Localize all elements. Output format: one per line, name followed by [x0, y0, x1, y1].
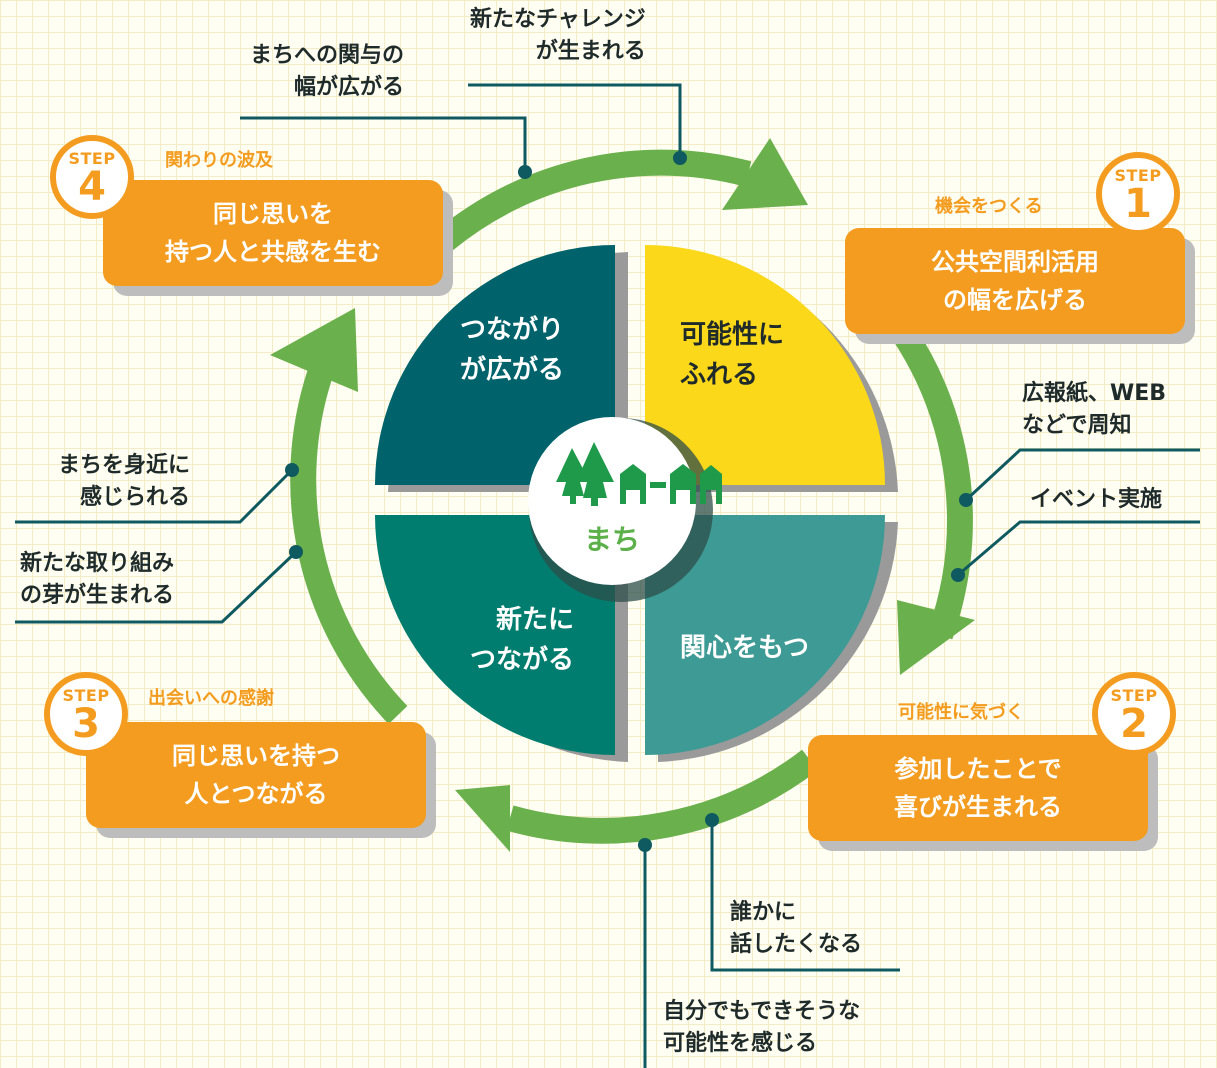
annotation-town-close: まちを身近に 感じられる	[58, 450, 190, 514]
step3-box: 同じ思いを持つ 人とつながる	[86, 722, 426, 828]
step4-line1: 同じ思いを	[213, 200, 333, 228]
annotation-can-do: 自分でもできそうな 可能性を感じる	[663, 996, 860, 1060]
annotation-new-efforts-line1: 新たな取り組み	[20, 551, 175, 576]
step4-badge-label: STEP	[68, 149, 116, 168]
step3-badge-number: 3	[72, 701, 100, 747]
annotation-can-do-line1: 自分でもできそうな	[663, 999, 861, 1024]
center-label: まち	[583, 523, 640, 556]
annotation-pr-web-line1: 広報紙、WEB	[1022, 381, 1167, 406]
step2-badge-number: 2	[1120, 701, 1148, 747]
annotation-new-challenge: 新たなチャレンジ が生まれる	[470, 4, 646, 68]
quadrant-top-right-text: 可能性に ふれる	[680, 315, 784, 395]
arrow-step3-to-step4	[290, 363, 408, 725]
annotation-tell-someone-line2: 話したくなる	[730, 932, 863, 957]
step4-line2: 持つ人と共感を生む	[165, 238, 381, 266]
arrowhead-left	[270, 308, 358, 392]
step2-badge-label: STEP	[1110, 686, 1158, 705]
annotation-new-efforts-line2: の芽が生まれる	[20, 583, 175, 608]
annotation-event-line1: イベント実施	[1030, 487, 1163, 512]
town-trees-houses-icon	[556, 442, 722, 506]
annotation-new-efforts: 新たな取り組み の芽が生まれる	[20, 548, 174, 612]
annotation-town-involvement-line1: まちへの関与の	[250, 43, 405, 68]
step2-title: 可能性に気づく	[898, 702, 1024, 723]
step4-badge: STEP 4	[50, 135, 134, 219]
step2-line1: 参加したことで	[894, 755, 1062, 783]
step1-badge-number: 1	[1124, 181, 1152, 227]
annotation-event: イベント実施	[1030, 484, 1162, 516]
quadrant-bottom-left-text: 新たに つながる	[470, 600, 574, 680]
quadrant-top-left-line2: が広がる	[460, 355, 565, 385]
quadrant-top-right	[645, 245, 885, 485]
step4-box: 同じ思いを 持つ人と共感を生む	[103, 180, 443, 286]
quadrant-bottom-left-line1: 新たに	[496, 605, 575, 635]
step3-line1: 同じ思いを持つ	[172, 742, 340, 770]
step1-title: 機会をつくる	[935, 196, 1043, 217]
quadrant-bottom-left-line2: つながる	[470, 645, 575, 675]
step4-title: 関わりの波及	[165, 150, 273, 171]
arrow-step2-to-step3	[506, 749, 818, 844]
step1-line2: の幅を広げる	[943, 286, 1087, 314]
cycle-arrows	[290, 149, 973, 844]
step3-title: 出会いへの感謝	[148, 688, 274, 709]
annotation-pr-web-line2: などで周知	[1022, 413, 1132, 438]
quadrant-bottom-right-text: 関心をもつ	[680, 628, 809, 668]
step4-badge-number: 4	[78, 164, 106, 210]
step2-line2: 喜びが生まれる	[894, 793, 1062, 821]
step1-badge: STEP 1	[1096, 152, 1180, 236]
quadrant-top-left-line1: つながり	[460, 315, 565, 345]
annotation-new-challenge-line2: が生まれる	[535, 39, 646, 64]
arrowhead-right	[897, 600, 975, 675]
step3-line2: 人とつながる	[184, 780, 328, 808]
arrow-step1-to-step2	[894, 327, 973, 640]
annotation-pr-web: 広報紙、WEB などで周知	[1022, 378, 1166, 442]
step1-badge-label: STEP	[1114, 166, 1162, 185]
leader-lines	[15, 83, 1200, 1068]
step1-line1: 公共空間利活用	[931, 248, 1099, 276]
quadrant-bottom-right	[645, 515, 885, 755]
annotation-town-involvement-line2: 幅が広がる	[294, 75, 405, 100]
annotation-town-close-line2: 感じられる	[80, 485, 191, 510]
quadrant-top-right-line2: ふれる	[680, 360, 759, 390]
step2-badge: STEP 2	[1092, 672, 1176, 756]
step2-box: 参加したことで 喜びが生まれる	[808, 735, 1148, 841]
quadrant-bottom-left	[375, 515, 615, 755]
quadrant-top-left	[375, 245, 615, 485]
quadrant-top-right-line1: 可能性に	[680, 320, 785, 350]
quadrant-top-left-text: つながり が広がる	[460, 310, 564, 390]
arrow-heads	[270, 138, 975, 852]
quadrant-bottom-right-line1: 関心をもつ	[680, 633, 809, 663]
step1-box: 公共空間利活用 の幅を広げる	[845, 228, 1185, 334]
annotation-town-involvement: まちへの関与の 幅が広がる	[250, 40, 404, 104]
step3-badge-label: STEP	[62, 686, 110, 705]
leader-dots	[285, 151, 973, 852]
annotation-tell-someone-line1: 誰かに	[730, 900, 797, 925]
annotation-town-close-line1: まちを身近に	[58, 453, 191, 478]
step3-badge: STEP 3	[44, 672, 128, 756]
arrowhead-top	[722, 138, 808, 210]
annotation-new-challenge-line1: 新たなチャレンジ	[470, 7, 646, 32]
arrowhead-bottom	[455, 785, 510, 852]
annotation-can-do-line2: 可能性を感じる	[663, 1031, 818, 1056]
arrow-step4-to-step1	[436, 149, 752, 251]
annotation-tell-someone: 誰かに 話したくなる	[730, 897, 862, 961]
